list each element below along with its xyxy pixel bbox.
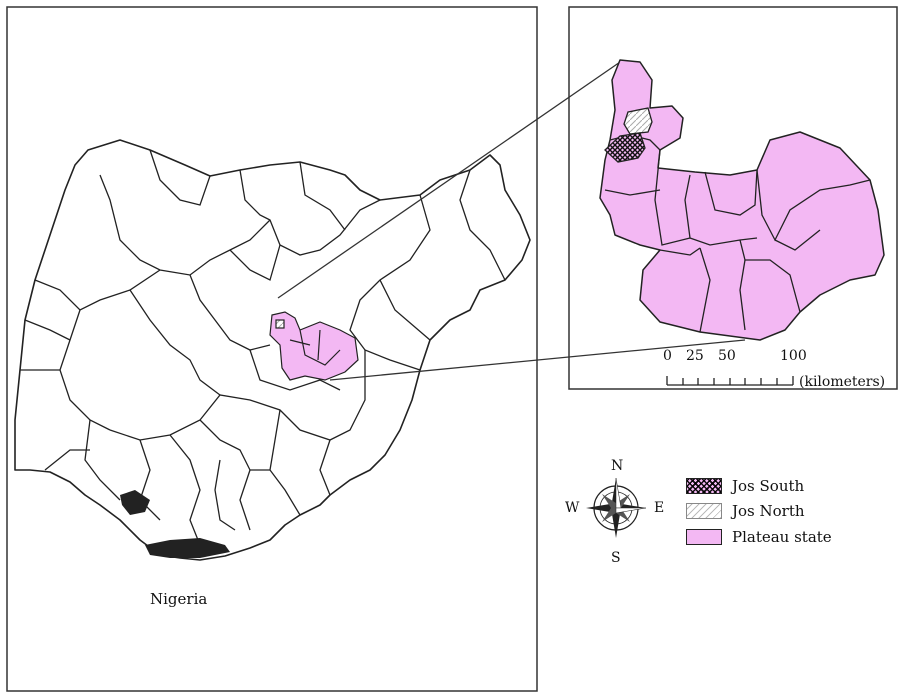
compass-rose-icon xyxy=(586,477,647,538)
state-boundaries xyxy=(20,149,506,546)
legend-item-plateau-state: Plateau state xyxy=(686,528,832,546)
legend-swatch-crosshatch xyxy=(686,478,722,494)
scale-label-100: 100 xyxy=(780,348,807,364)
compass-east-label: E xyxy=(654,500,665,516)
scale-label-25: 25 xyxy=(686,348,704,364)
plateau-state-main xyxy=(269,311,359,381)
scale-label-50: 50 xyxy=(718,348,736,364)
legend-label: Jos South xyxy=(732,477,805,495)
legend-label: Jos North xyxy=(732,502,805,520)
inset-map-frame xyxy=(568,6,898,390)
country-label: Nigeria xyxy=(150,590,208,608)
scale-unit-label: (kilometers) xyxy=(799,374,886,390)
compass-north-label: N xyxy=(611,458,624,474)
legend-item-jos-north: Jos North xyxy=(686,502,805,520)
compass-west-label: W xyxy=(565,500,580,516)
coastal-delta-area xyxy=(120,490,230,558)
legend-item-jos-south: Jos South xyxy=(686,477,804,495)
legend-swatch-plateau xyxy=(686,529,722,545)
inset-connector-top xyxy=(277,59,624,299)
jos-north-area xyxy=(623,107,653,135)
inset-connector-bottom xyxy=(329,339,746,381)
nigeria-map-frame xyxy=(6,6,538,692)
nigeria-outline xyxy=(14,139,531,561)
scale-bar xyxy=(666,376,794,386)
nigeria-map xyxy=(14,139,531,561)
jos-south-area xyxy=(604,132,646,163)
plateau-state-inset xyxy=(599,59,885,341)
compass-south-label: S xyxy=(611,550,621,566)
legend-label: Plateau state xyxy=(732,528,832,546)
legend-swatch-diagonal-hatch xyxy=(686,503,722,519)
scale-label-0: 0 xyxy=(663,348,672,364)
